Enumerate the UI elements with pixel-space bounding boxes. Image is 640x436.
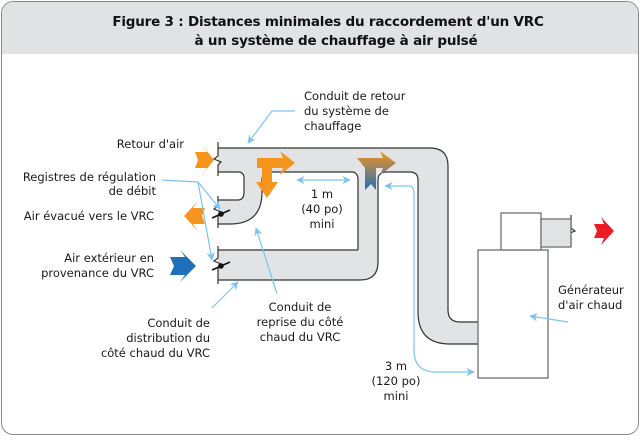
label-conduit-reprise-2: reprise du côté [257,315,344,329]
label-registres-2: de débit [109,184,157,198]
label-dist1-1: 1 m [311,187,333,201]
label-generateur-1: Générateur [558,283,624,297]
return-air-arrow-icon [195,145,214,175]
mixed-air-arrow-icon [357,151,396,190]
label-registres-1: Registres de régulation [23,170,156,184]
label-dist2-1: 3 m [385,359,407,373]
exhaust-air-arrow-icon [184,201,205,231]
figure-title-line1: Figure 3 : Distances minimales du raccor… [112,14,544,30]
label-air-ext-2: provenance du VRC [41,266,154,280]
label-air-evacue: Air évacué vers le VRC [24,209,154,223]
label-conduit-distrib-3: côté chaud du VRC [101,346,210,360]
figure-header: Figure 3 : Distances minimales du raccor… [2,2,638,54]
label-air-ext-1: Air extérieur en [64,251,154,265]
figure-title-line2: à un système de chauffage à air pulsé [194,33,478,49]
label-conduit-reprise-3: chaud du VRC [260,330,340,344]
callout-lines [161,110,569,377]
label-conduit-retour-3: chauffage [304,119,361,133]
label-retour-air: Retour d'air [117,137,184,151]
label-conduit-retour-2: du système de [304,104,389,118]
outdoor-air-arrow-icon [170,250,196,282]
label-generateur-2: d'air chaud [558,298,622,312]
label-conduit-reprise-1: Conduit de [269,300,332,314]
label-dist2-3: mini [384,389,409,403]
branch-split-arrow-icon [256,151,295,198]
label-dist1-2: (40 po) [301,202,343,216]
label-conduit-distrib-1: Conduit de [147,316,210,330]
flow-arrows [170,145,614,282]
label-dist2-2: (120 po) [372,374,421,388]
distribution-duct [218,249,379,281]
label-conduit-retour-1: Conduit de retour [304,89,406,103]
label-conduit-distrib-2: distribution du [126,331,210,345]
supply-air-arrow-icon [594,217,614,245]
diagram-labels: Retour d'air Registres de régulation de … [23,89,624,403]
damper-icon [211,209,231,271]
label-dist1-3: mini [310,217,335,231]
